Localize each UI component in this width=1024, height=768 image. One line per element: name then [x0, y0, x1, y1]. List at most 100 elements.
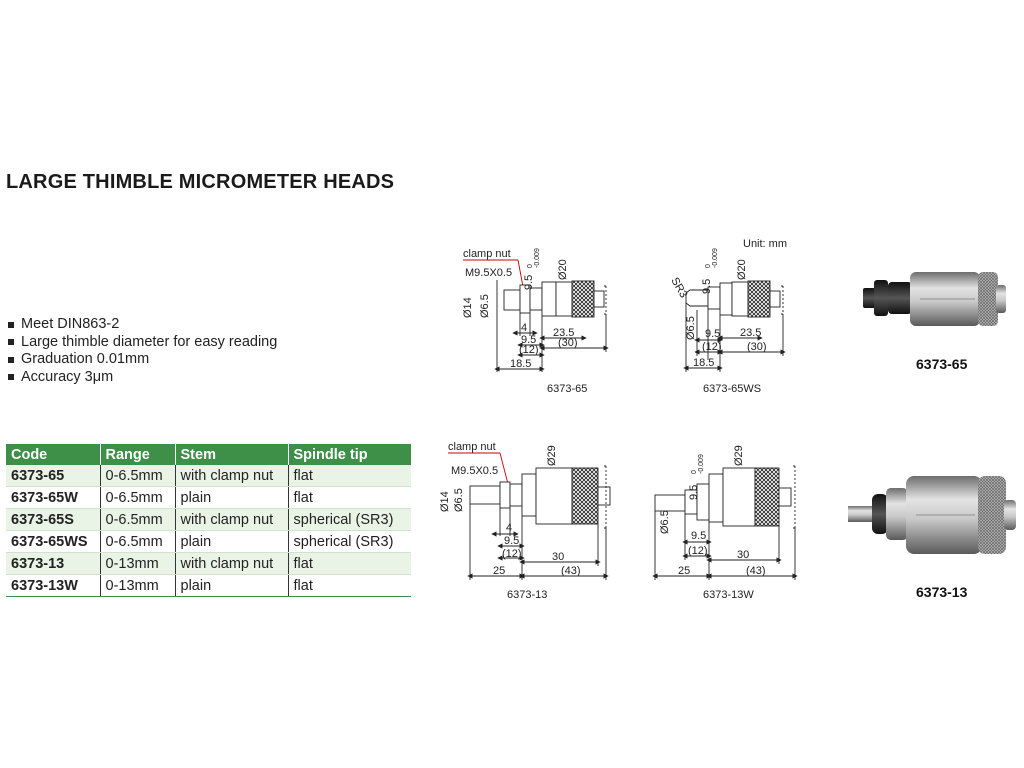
cell-code: 6373-65: [6, 465, 101, 487]
d3-thread-label: M9.5X0.5: [451, 465, 498, 477]
cell-range: 0-13mm: [100, 574, 176, 597]
cell-stem: with clamp nut: [175, 465, 289, 487]
d2-dia-b: Ø6.5: [685, 316, 697, 340]
d3-len-e: 30: [552, 551, 564, 563]
d1-clamp-label: clamp nut: [463, 248, 511, 260]
d4-tol-top: 0: [691, 470, 698, 474]
cell-code: 6373-13: [6, 552, 101, 575]
cell-spindle-tip: spherical (SR3): [288, 508, 411, 531]
d2-tol-top: 0: [705, 264, 712, 268]
d2-stem-label: 9.5: [701, 279, 713, 294]
d2-thimble-dia: Ø20: [736, 259, 748, 280]
d3-dia-a: Ø14: [439, 491, 451, 512]
d4-stem-label: 9.5: [688, 485, 700, 500]
d1-thimble-dia: Ø20: [557, 259, 569, 280]
table-row: 6373-13W 0-13mm plain flat: [6, 574, 411, 597]
cell-spindle-tip: flat: [288, 486, 411, 509]
cell-spindle-tip: flat: [288, 574, 411, 597]
d3-len-f: (43): [561, 565, 581, 577]
d3-thimble-dia: Ø29: [546, 445, 558, 466]
cell-range: 0-13mm: [100, 552, 176, 575]
bullet-square-icon: [8, 374, 14, 381]
drawing-6373-13: [448, 452, 611, 580]
photo-label-6373-13: 6373-13: [916, 584, 968, 600]
cell-stem: plain: [175, 486, 289, 509]
feature-item: Meet DIN863-2: [6, 316, 277, 334]
cell-spindle-tip: flat: [288, 465, 411, 487]
feature-item: Graduation 0.01mm: [6, 351, 277, 369]
photo-6373-65: [863, 272, 1006, 326]
d1-len-a: 4: [521, 322, 527, 334]
d3-dia-b: Ø6.5: [453, 488, 465, 512]
d1-tol-top: 0: [527, 264, 534, 268]
cell-spindle-tip: spherical (SR3): [288, 530, 411, 553]
d3-len-d: 25: [493, 565, 505, 577]
feature-list: Meet DIN863-2 Large thimble diameter for…: [6, 316, 277, 386]
cell-code: 6373-65S: [6, 508, 101, 531]
cell-range: 0-6.5mm: [100, 508, 176, 531]
d2-caption: 6373-65WS: [703, 383, 761, 395]
cell-stem: plain: [175, 530, 289, 553]
d2-len-f: (30): [747, 341, 767, 353]
d4-tol-bot: -0.009: [698, 454, 705, 474]
d1-dia-b: Ø6.5: [479, 294, 491, 318]
d1-len-e: 23.5: [553, 327, 574, 339]
d1-len-f: (30): [558, 337, 578, 349]
cell-code: 6373-13W: [6, 574, 101, 597]
table-row: 6373-65 0-6.5mm with clamp nut flat: [6, 465, 411, 487]
cell-stem: with clamp nut: [175, 552, 289, 575]
d1-len-c: (12): [519, 344, 539, 356]
table-row: 6373-65WS 0-6.5mm plain spherical (SR3): [6, 530, 411, 553]
spec-table: Code Range Stem Spindle tip 6373-65 0-6.…: [6, 444, 411, 597]
d2-len-e: 23.5: [740, 327, 761, 339]
col-header-spindle-tip: Spindle tip: [288, 444, 411, 465]
d4-caption: 6373-13W: [703, 589, 754, 601]
d2-tol-bot: -0.009: [712, 248, 719, 268]
d3-len-c: (12): [502, 548, 522, 560]
d3-len-a: 4: [506, 522, 512, 534]
feature-item: Large thimble diameter for easy reading: [6, 334, 277, 352]
page-title: LARGE THIMBLE MICROMETER HEADS: [6, 171, 395, 193]
d1-len-b: 9.5: [521, 334, 536, 346]
feature-item: Accuracy 3μm: [6, 369, 277, 387]
table-row: 6373-13 0-13mm with clamp nut flat: [6, 552, 411, 575]
d4-dia-b: Ø6.5: [659, 510, 671, 534]
cell-code: 6373-65W: [6, 486, 101, 509]
d1-len-d: 18.5: [510, 358, 531, 370]
d1-dia-a: Ø14: [462, 297, 474, 318]
bullet-square-icon: [8, 321, 14, 328]
d2-len-d: 18.5: [693, 357, 714, 369]
photo-6373-13: [848, 476, 1016, 554]
photo-label-6373-65: 6373-65: [916, 356, 968, 372]
cell-range: 0-6.5mm: [100, 530, 176, 553]
cell-range: 0-6.5mm: [100, 486, 176, 509]
drawing-6373-13W: [652, 465, 798, 580]
cell-spindle-tip: flat: [288, 552, 411, 575]
drawing-6373-65WS: [683, 280, 786, 372]
table-row: 6373-65S 0-6.5mm with clamp nut spherica…: [6, 508, 411, 531]
bullet-square-icon: [8, 339, 14, 346]
d3-caption: 6373-13: [507, 589, 547, 601]
d4-len-c: (12): [688, 545, 708, 557]
unit-note: Unit: mm: [743, 238, 787, 250]
d4-len-e: 30: [737, 549, 749, 561]
col-header-code: Code: [6, 444, 101, 465]
d3-len-b: 9.5: [504, 535, 519, 547]
d1-stem-label: 9.5: [523, 275, 535, 290]
d1-thread-label: M9.5X0.5: [465, 267, 512, 279]
drawing-6373-65: [463, 259, 609, 372]
d4-len-d: 25: [678, 565, 690, 577]
d4-thimble-dia: Ø29: [733, 445, 745, 466]
col-header-stem: Stem: [175, 444, 289, 465]
d2-len-c: (12): [702, 341, 722, 353]
table-header-row: Code Range Stem Spindle tip: [6, 444, 411, 465]
d1-tol-bot: -0.009: [534, 248, 541, 268]
d1-caption: 6373-65: [547, 383, 587, 395]
d3-clamp-label: clamp nut: [448, 441, 496, 453]
d4-len-f: (43): [746, 565, 766, 577]
d4-len-b: 9.5: [691, 530, 706, 542]
cell-range: 0-6.5mm: [100, 465, 176, 487]
col-header-range: Range: [100, 444, 176, 465]
cell-code: 6373-65WS: [6, 530, 101, 553]
